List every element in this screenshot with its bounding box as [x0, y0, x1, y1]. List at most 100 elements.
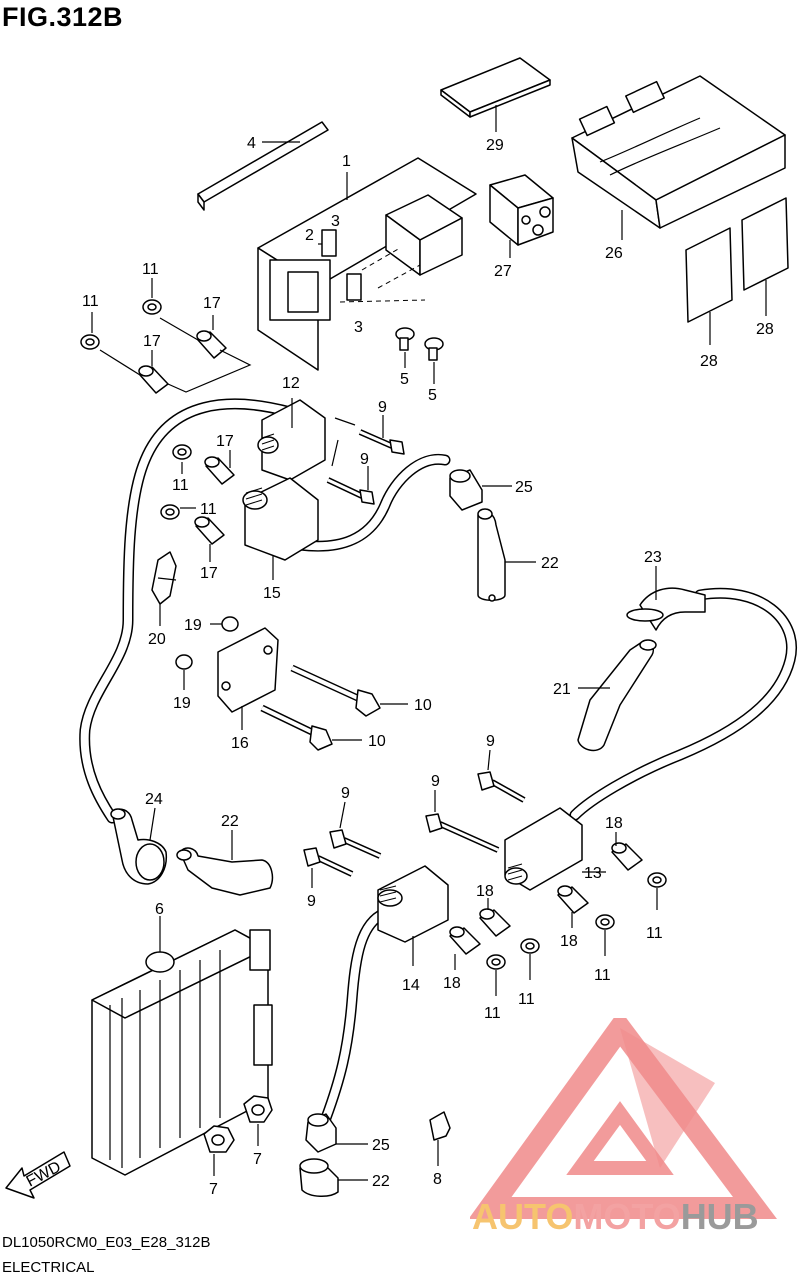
callout-15: 15 [263, 585, 281, 602]
callout-8: 8 [433, 1171, 442, 1188]
grommet-part-19-b [175, 654, 193, 690]
callout-11-a: 11 [142, 261, 159, 278]
hose-right [569, 587, 797, 821]
callout-labels: 1 2 3 3 4 5 5 6 7 7 8 9 9 9 9 9 9 10 10 … [82, 135, 774, 1198]
clamp-part-20 [151, 551, 177, 626]
nut-part-11-g [520, 938, 540, 980]
bolt-part-9-b [326, 466, 375, 505]
relay-part-27 [489, 174, 554, 258]
callout-9-f: 9 [307, 893, 316, 910]
forward-arrow-icon: FWD [5, 1151, 71, 1199]
ecm-part-26 [571, 75, 786, 240]
callout-11-g: 11 [518, 991, 535, 1008]
screw-part-5-a [395, 327, 415, 368]
elbow-part-23 [626, 566, 706, 631]
nut-part-11-a [142, 278, 162, 315]
callout-10-a: 10 [414, 697, 432, 714]
ignition-coil-part-14 [377, 865, 449, 966]
strip-part-4 [197, 121, 329, 211]
nut-part-11-b [80, 312, 100, 350]
bolt-part-9-d [425, 790, 500, 853]
pad-part-28-a [685, 227, 733, 345]
sleeve-part-18-b [557, 885, 589, 928]
callout-28-b: 28 [756, 321, 774, 338]
bracket-part-16 [217, 627, 279, 730]
cap-part-25-lower [305, 1113, 368, 1153]
callout-22-c: 22 [372, 1173, 390, 1190]
callout-18-b: 18 [560, 933, 578, 950]
callout-6: 6 [155, 901, 164, 918]
plug-cap-part-22-lower [299, 1158, 368, 1197]
pad-part-28-b [741, 197, 789, 316]
hose-center [320, 906, 394, 1124]
nut-part-11-f [595, 914, 615, 956]
callout-22-b: 22 [221, 813, 239, 830]
pad-part-29 [440, 57, 551, 132]
callout-25-a: 25 [515, 479, 533, 496]
callout-26: 26 [605, 245, 623, 262]
ignition-coil-part-13 [504, 807, 606, 891]
callout-14: 14 [402, 977, 420, 994]
callout-18-d: 18 [443, 975, 461, 992]
figure-title: FIG.312B [2, 2, 124, 32]
sleeve-part-18-d [449, 926, 481, 970]
sleeve-part-17-b [99, 349, 169, 394]
watermark-part-moto: MOTO [573, 1196, 681, 1237]
callout-7-a: 7 [209, 1181, 218, 1198]
callout-9-a: 9 [378, 399, 387, 416]
ignition-coil-part-12 [257, 398, 326, 481]
callout-19-a: 19 [184, 617, 202, 634]
callout-11-b: 11 [82, 293, 99, 310]
callout-5-a: 5 [400, 371, 409, 388]
sleeve-part-17-a [159, 315, 227, 359]
forward-arrow-label: FWD [24, 1158, 64, 1190]
sleeve-part-17-d [194, 516, 225, 562]
callout-27: 27 [494, 263, 512, 280]
callout-11-f: 11 [594, 967, 611, 984]
cap-part-25-upper [449, 469, 512, 511]
callout-7-b: 7 [253, 1151, 262, 1168]
callout-5-b: 5 [428, 387, 437, 404]
clip-part-8 [429, 1111, 451, 1166]
callout-29: 29 [486, 137, 504, 154]
hose-left [79, 398, 296, 824]
screw-part-5-b [424, 337, 444, 384]
bolt-part-10-b [260, 704, 362, 751]
callout-12: 12 [282, 375, 300, 392]
callout-2: 2 [305, 227, 314, 244]
callout-19-b: 19 [173, 695, 191, 712]
callout-16: 16 [231, 735, 249, 752]
nut-part-11-h [486, 954, 506, 996]
nut-part-11-e [647, 872, 667, 910]
nut-part-7-a [203, 1125, 235, 1176]
model-code: DL1050RCM0_E03_E28_312B [2, 1234, 211, 1251]
callout-25-b: 25 [372, 1137, 390, 1154]
watermark-part-auto: AUTO [472, 1196, 574, 1237]
callout-9-b: 9 [360, 451, 369, 468]
callout-17-a: 17 [203, 295, 221, 312]
ignition-coil-part-15 [242, 453, 451, 580]
nut-part-11-d [160, 504, 196, 520]
callout-20: 20 [148, 631, 166, 648]
bolt-part-9-c [477, 749, 526, 803]
callout-3-b: 3 [354, 319, 363, 336]
callout-22-a: 22 [541, 555, 559, 572]
callout-4: 4 [247, 135, 256, 152]
bolt-part-9-e [329, 801, 382, 859]
callout-24: 24 [145, 791, 163, 808]
sleeve-part-17-c [204, 450, 235, 485]
bolt-part-9-f [303, 847, 354, 888]
sleeve-part-18-c [479, 898, 511, 937]
plug-cap-part-22-upper [477, 508, 536, 602]
callout-3-a: 3 [331, 213, 340, 230]
grommet-part-19-a [210, 616, 239, 632]
fuse-box-part-1 [257, 157, 477, 371]
callout-11-h: 11 [484, 1005, 501, 1022]
callout-21: 21 [553, 681, 571, 698]
callout-17-c: 17 [216, 433, 234, 450]
callout-23: 23 [644, 549, 662, 566]
watermark-logo [470, 1018, 777, 1219]
callout-11-e: 11 [646, 925, 663, 942]
nut-part-7-b [243, 1095, 273, 1146]
